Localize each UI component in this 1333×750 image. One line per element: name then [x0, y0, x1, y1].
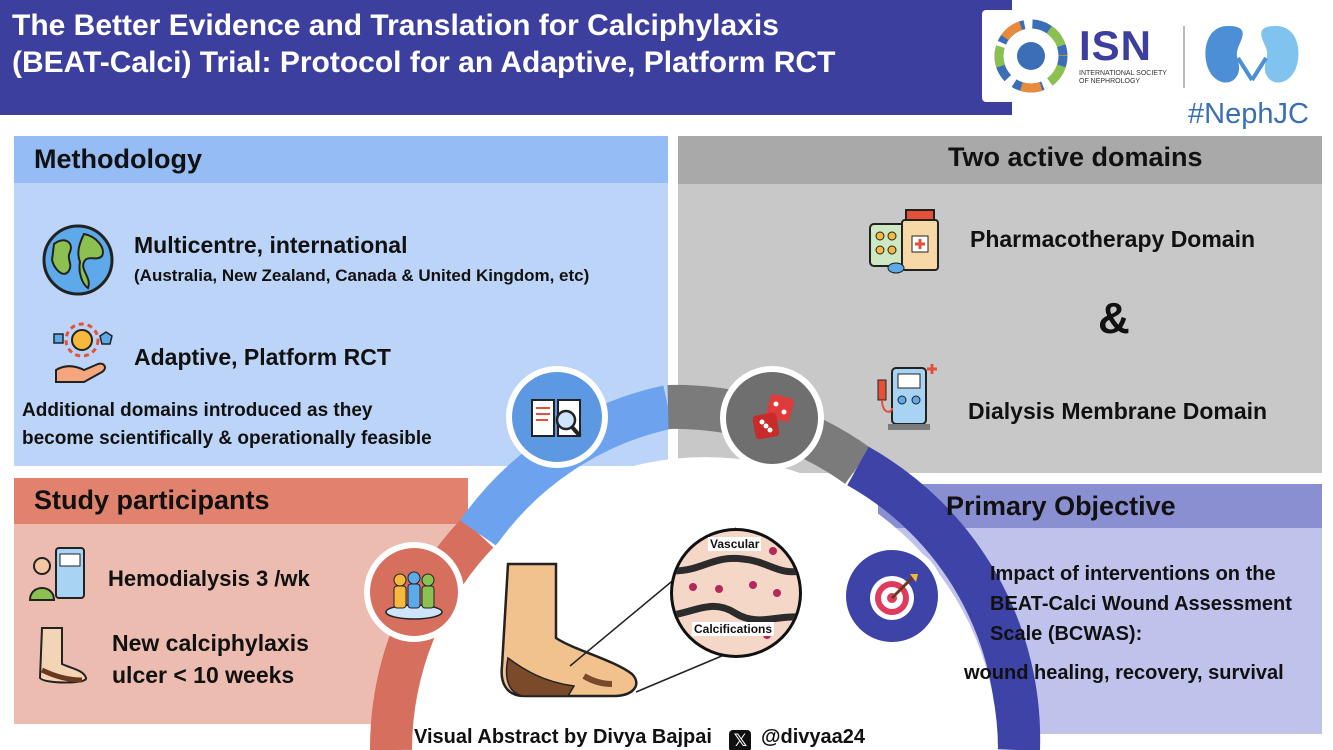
adaptive-rct-title: Adaptive, Platform RCT — [134, 344, 391, 370]
target-icon — [870, 574, 918, 620]
ampersand: & — [1098, 294, 1130, 343]
logo-divider — [1183, 26, 1185, 88]
domains-header-bar — [678, 136, 1322, 184]
methodology-heading: Methodology — [34, 144, 202, 174]
dialysis-membrane-domain: Dialysis Membrane Domain — [968, 398, 1268, 424]
dice-icon — [752, 394, 794, 440]
objective-line3: Scale (BCWAS): — [990, 623, 1143, 645]
vascular-label: Vascular — [708, 537, 762, 551]
study-heading: Study participants — [34, 485, 270, 515]
patient-dialysis-icon — [28, 547, 85, 601]
foot-illustration — [500, 562, 638, 698]
study-header-bar — [14, 478, 468, 524]
research-book-icon — [531, 399, 582, 438]
foot-ulcer-icon — [38, 627, 88, 684]
pharmacotherapy-domain: Pharmacotherapy Domain — [970, 226, 1256, 252]
twitter-handle[interactable]: @divyaa24 — [761, 726, 866, 748]
medicine-icon — [869, 209, 939, 274]
ulcer-criterion-line1: New calciphylaxis — [112, 630, 309, 656]
nephjc-hashtag: #NephJC — [1188, 98, 1309, 130]
title-banner — [0, 0, 1012, 115]
isn-logo-subtext: INTERNATIONAL SOCIETY OF NEPHROLOGY — [1079, 70, 1167, 86]
methodology-header-bar — [14, 136, 668, 183]
primary-heading: Primary Objective — [946, 491, 1176, 521]
footer-credit: Visual Abstract by Divya Bajpai 𝕏 @divya… — [414, 726, 865, 750]
vessel-icon — [673, 543, 799, 639]
vessel-zoom-circle — [670, 528, 802, 658]
objective-line1: Impact of interventions on the — [990, 563, 1276, 585]
kidney-icon — [1205, 26, 1299, 83]
gear-hand-icon — [53, 322, 113, 383]
calcifications-label: Calcifications — [692, 622, 775, 636]
participants-icon — [385, 571, 443, 620]
isn-globe-icon — [994, 19, 1068, 93]
globe-icon — [42, 224, 114, 296]
domains-note-line1: Additional domains introduced as they — [22, 400, 373, 421]
ulcer-criterion-line2: ulcer < 10 weeks — [112, 662, 295, 688]
page-title: The Better Evidence and Translation for … — [12, 9, 836, 79]
dialysis-machine-icon — [877, 364, 937, 430]
multicentre-title: Multicentre, international — [134, 232, 408, 258]
domains-heading: Two active domains — [948, 142, 1203, 172]
domains-note-line2: become scientifically & operationally fe… — [22, 428, 432, 449]
credit-text: Visual Abstract by Divya Bajpai — [414, 726, 712, 748]
x-logo-icon: 𝕏 — [729, 730, 752, 750]
hemodialysis-criterion: Hemodialysis 3 /wk — [108, 566, 310, 591]
objective-outcomes: wound healing, recovery, survival — [964, 662, 1284, 684]
objective-line2: BEAT-Calci Wound Assessment — [990, 593, 1292, 615]
countries-detail: (Australia, New Zealand, Canada & United… — [134, 266, 590, 285]
isn-logo-text: ISN — [1079, 22, 1153, 69]
